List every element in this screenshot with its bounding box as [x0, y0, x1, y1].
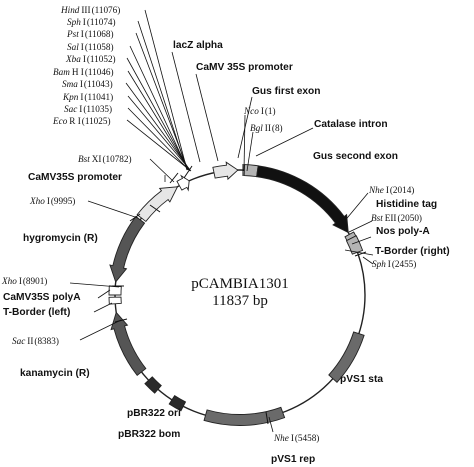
arc-gus-second-exon — [256, 165, 349, 234]
arc-hygromycin — [109, 215, 146, 283]
label-histidine-tag: Histidine tag — [376, 199, 437, 210]
arc-pbr322-ori — [144, 376, 162, 394]
label-kanamycin: kanamycin (R) — [20, 368, 90, 379]
label-gus-first-exon: Gus first exon — [252, 86, 321, 97]
label-hygromycin: hygromycin (R) — [23, 233, 98, 244]
arc-kanamycin — [110, 311, 147, 376]
site-ticks — [112, 164, 367, 425]
arc-camv35s-promoter-left — [136, 186, 179, 223]
label-nos-poly-a: Nos poly-A — [376, 226, 430, 237]
arc-catalase-intron — [243, 164, 259, 178]
label-pvs1-sta: pVS1 sta — [340, 374, 383, 385]
label-lacz-alpha: lacZ alpha — [173, 40, 223, 51]
feature-arcs — [108, 161, 365, 426]
arc-pbr322-bom — [168, 395, 187, 412]
arc-camv35s-promoter-top — [212, 161, 239, 181]
arc-camv35s-polya — [108, 285, 122, 296]
site-leader-lines — [69, 9, 374, 433]
arc-nos-poly-a — [345, 235, 364, 255]
label-pbr322-ori: pBR322 ori — [127, 408, 181, 419]
label-t-border-right: T-Border (right) — [375, 246, 450, 257]
label-catalase-intron: Catalase intron — [314, 119, 388, 130]
label-pvs1-rep: pVS1 rep — [271, 454, 315, 465]
plasmid-size: 11837 bp — [212, 293, 268, 309]
arc-pvs1-rep — [203, 406, 286, 426]
arc-lacz-alpha — [176, 174, 190, 192]
label-camv35s-promoter-top: CaMV 35S promoter — [196, 62, 293, 73]
label-gus-second-exon: Gus second exon — [313, 151, 398, 162]
label-pbr322-bom: pBR322 bom — [118, 429, 180, 440]
label-camv35s-polya: CaMV35S polyA — [3, 292, 81, 303]
arc-t-border-left — [108, 296, 122, 305]
label-camv35s-promoter-left: CaMV35S promoter — [28, 172, 122, 183]
label-t-border-left: T-Border (left) — [3, 307, 70, 318]
arc-pvs1-sta — [328, 331, 365, 383]
plasmid-name: pCAMBIA1301 — [191, 276, 289, 292]
